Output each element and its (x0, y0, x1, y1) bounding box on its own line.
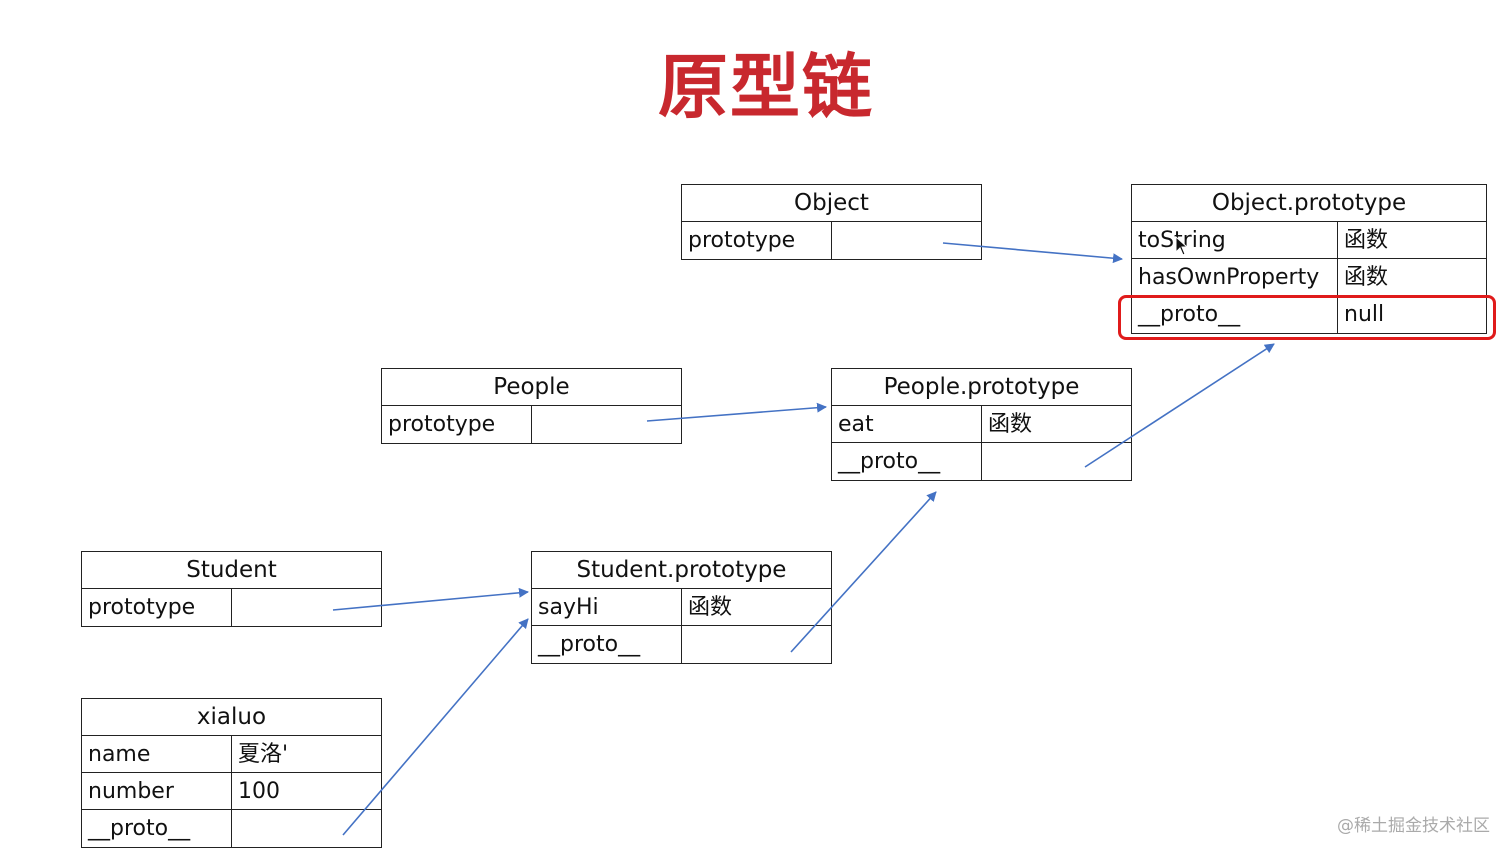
row-value: 100 (238, 779, 280, 804)
mouse-pointer-icon (1175, 235, 1189, 260)
object-row-prototype: prototype (682, 222, 981, 259)
student-row-prototype: prototype (82, 589, 381, 626)
people-row-prototype: prototype (382, 406, 681, 443)
arrow-student-to-student-prototype (332, 587, 529, 611)
people-prototype-box-header: People.prototype (832, 369, 1131, 406)
null-proto-highlight (1118, 295, 1496, 340)
row-value: 函数 (688, 595, 733, 620)
row-key: __proto__ (532, 626, 682, 663)
row-value: 函数 (1344, 228, 1389, 253)
arrow-people-to-people-prototype (646, 402, 827, 422)
row-value: 函数 (1344, 265, 1389, 290)
object-box: Object prototype (681, 184, 982, 260)
people-prototype-row-proto: __proto__ (832, 443, 1131, 480)
object-box-header: Object (682, 185, 981, 222)
row-key: number (82, 773, 232, 809)
row-key: eat (832, 406, 982, 442)
xialuo-row-proto: __proto__ (82, 810, 381, 847)
xialuo-box: xialuo name 夏洛' number 100 __proto__ (81, 698, 382, 848)
arrow-student-proto-to-people-prototype (790, 491, 937, 653)
xialuo-box-header: xialuo (82, 699, 381, 736)
row-key: sayHi (532, 589, 682, 625)
row-key: prototype (382, 406, 532, 443)
student-box: Student prototype (81, 551, 382, 627)
student-prototype-row-proto: __proto__ (532, 626, 831, 663)
row-key: hasOwnProperty (1132, 259, 1338, 295)
page-title: 原型链 (658, 46, 874, 128)
xialuo-row-number: number 100 (82, 773, 381, 810)
student-prototype-row-sayhi: sayHi 函数 (532, 589, 831, 626)
people-prototype-row-eat: eat 函数 (832, 406, 1131, 443)
watermark: @稀土掘金技术社区 (1337, 816, 1490, 836)
object-prototype-row-proto: __proto__ null (1132, 296, 1486, 333)
student-box-header: Student (82, 552, 381, 589)
row-key: __proto__ (82, 810, 232, 847)
row-key: prototype (82, 589, 232, 626)
xialuo-row-name: name 夏洛' (82, 736, 381, 773)
row-key: name (82, 736, 232, 772)
object-prototype-box-header: Object.prototype (1132, 185, 1486, 222)
people-prototype-box: People.prototype eat 函数 __proto__ (831, 368, 1132, 481)
row-value: null (1344, 302, 1385, 327)
object-prototype-box: Object.prototype toString 函数 hasOwnPrope… (1131, 184, 1487, 334)
row-value: 夏洛' (238, 742, 289, 767)
arrow-people-proto-to-object-prototype (1084, 343, 1275, 468)
people-box-header: People (382, 369, 681, 406)
student-prototype-box: Student.prototype sayHi 函数 __proto__ (531, 551, 832, 664)
arrow-xialuo-proto-to-student-prototype (342, 618, 529, 836)
row-key: prototype (682, 222, 832, 259)
student-prototype-box-header: Student.prototype (532, 552, 831, 589)
row-value: 函数 (988, 412, 1033, 437)
row-key: __proto__ (832, 443, 982, 480)
people-box: People prototype (381, 368, 682, 444)
arrow-object-to-object-prototype (942, 242, 1123, 264)
row-key: __proto__ (1132, 296, 1338, 333)
